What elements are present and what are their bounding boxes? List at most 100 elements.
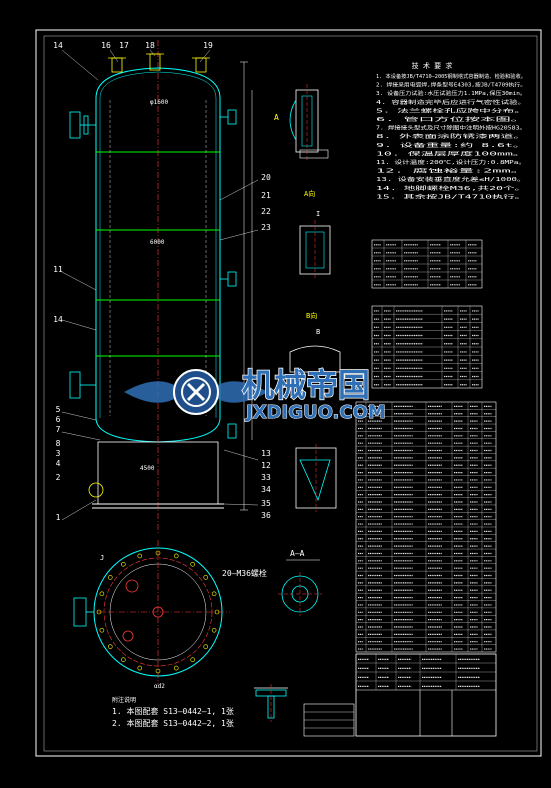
dim-label-diameter: φ1600 [150, 99, 168, 106]
dim-label-height: 6000 [150, 239, 165, 246]
bottom-note-2: 2. 本图配套 S13—0442—2, 1张 [112, 718, 234, 728]
detail-i: A向 I [299, 189, 331, 280]
bolt-hole [190, 657, 195, 663]
balloons-right-6: 33 [261, 473, 271, 482]
bottom-notes-title: 附注说明 [112, 696, 136, 704]
top-head [95, 67, 221, 99]
dim-label-skirt: 4500 [140, 465, 155, 472]
technical-note-line: 14. 地脚螺栓M36,共20个。 [376, 185, 526, 192]
balloons-right-5: 12 [261, 461, 271, 470]
balloons-left-6: 3 [56, 449, 61, 458]
plan-view: 20—M36螺栓 αd2 J [73, 540, 267, 690]
watermark: 机械帝国 JXDIGUO.COM [124, 365, 386, 424]
balloons-left-3: 6 [56, 415, 61, 424]
bom-table [355, 401, 497, 653]
technical-note-line: 15. 其余按JB/T4710执行。 [376, 193, 526, 200]
section-aa-label: A—A [290, 549, 305, 558]
balloons-top: 14 16 17 18 19 [53, 41, 213, 50]
balloons-right-0: 20 [261, 173, 271, 182]
balloons-right-2: 22 [261, 207, 271, 216]
watermark-cn: 机械帝国 [242, 366, 370, 404]
technical-note-line: 1. 本设备按JB/T4710—2005钢制塔式容器制造、检验和验收。 [376, 73, 526, 80]
balloons-top-1: 16 [101, 41, 111, 50]
balloons-right-3: 23 [261, 223, 271, 232]
technical-note-line: 13. 设备安装垂直度允差≤H/1000。 [376, 176, 526, 183]
detail-b-letter: B [316, 328, 320, 336]
left-nozzles [69, 111, 96, 399]
bolt-hole [107, 575, 113, 580]
balloons-left-8: 2 [56, 473, 61, 482]
technical-note-line: 4. 容器制造完毕后应进行气密性试验。 [376, 99, 526, 106]
watermark-en: JXDIGUO.COM [244, 402, 386, 423]
section-aa: A—A [278, 549, 322, 616]
balloons-right-1: 21 [261, 191, 271, 200]
bolt-hole [214, 609, 220, 615]
bolt-hole [190, 561, 195, 567]
skirt-manhole [88, 482, 104, 498]
detail-a-label: A [274, 113, 279, 122]
balloons-right-8: 35 [261, 499, 271, 508]
balloons-right-9: 36 [261, 511, 271, 520]
bolt-hole [121, 561, 126, 567]
bottom-note-1: 1. 本图配套 S13—0442—1, 1张 [112, 706, 234, 716]
title-block [355, 653, 497, 737]
plan-j-label: J [100, 554, 104, 562]
balloons-right-4: 13 [261, 449, 271, 458]
balloons-left-2: 5 [56, 405, 61, 414]
bolt-hole [155, 668, 161, 674]
nozzle-table [371, 239, 483, 289]
technical-note-line: 3. 设备压力试验:水压试验压力1.1MPa,保压30min。 [376, 90, 526, 97]
outer-frame [35, 29, 542, 757]
balloons-right: 20 21 22 23 13 12 33 34 35 36 [261, 173, 271, 520]
balloons-top-3: 18 [145, 41, 155, 50]
detail-i-label: I [316, 210, 320, 218]
bottom-notes: 附注说明 1. 本图配套 S13—0442—1, 1张 2. 本图配套 S13—… [112, 696, 234, 728]
bolt-hole [203, 644, 209, 649]
height-dimension [240, 61, 253, 511]
technical-note-line: 6. 管口方位按本图。 [376, 116, 526, 123]
bolt-spec-label: 20—M36螺栓 [222, 568, 267, 578]
stiffener-rings [96, 151, 220, 357]
balloons-left-4: 7 [56, 425, 61, 434]
technical-note-line: 7. 焊接接头型式及尺寸除图中注明外按HG20583。 [376, 125, 526, 132]
bolt-hole [107, 644, 113, 649]
bolt-hole [99, 591, 105, 597]
bolt-hole [203, 575, 209, 580]
detail-a-view-label: A向 [304, 189, 315, 198]
bolt-hole [211, 591, 217, 597]
watermark-gear-logo [124, 369, 268, 415]
bolt-hole [173, 553, 179, 559]
technical-note-line: 11. 设计温度:200℃,设计压力:0.8MPa。 [376, 159, 526, 166]
right-nozzles [220, 109, 237, 439]
t-section-detail [254, 684, 288, 722]
technical-note-line: 12. 腐蚀裕量:2mm。 [376, 168, 526, 175]
balloons-right-7: 34 [261, 485, 271, 494]
material-table [371, 305, 483, 389]
bolt-hole [211, 627, 217, 633]
vessel-main-view [61, 40, 259, 535]
bolt-hole [96, 609, 102, 615]
detail-b-label: B向 [306, 311, 317, 320]
technical-note-line: 8. 外表面涂防锈漆两道。 [376, 133, 526, 140]
plan-ring-label: αd2 [154, 683, 165, 690]
balloons-top-4: 19 [203, 41, 213, 50]
balloons-top-0: 14 [53, 41, 63, 50]
balloons-left-0: 11 [53, 265, 63, 274]
bolt-hole [137, 553, 143, 559]
top-nozzles [108, 53, 210, 73]
detail-a: A [274, 84, 329, 160]
support-detail [295, 444, 337, 512]
balloons-left-5: 8 [56, 439, 61, 448]
technical-note-line: 9. 设备重量:约 8.6t。 [376, 142, 526, 149]
technical-note-line: 10. 保温层厚度100mm。 [376, 150, 526, 157]
inner-frame [43, 35, 538, 752]
balloons-top-2: 17 [119, 41, 129, 50]
detail-b: B向 B [289, 311, 341, 373]
technical-note-line: 5. 法兰螺栓孔应跨中分布。 [376, 107, 526, 114]
bolt-hole [173, 665, 179, 671]
balloons-left-9: 1 [56, 513, 61, 522]
bolt-hole [137, 665, 143, 671]
technical-notes: 技 术 要 求 1. 本设备按JB/T4710—2005钢制塔式容器制造、检验和… [376, 61, 526, 200]
